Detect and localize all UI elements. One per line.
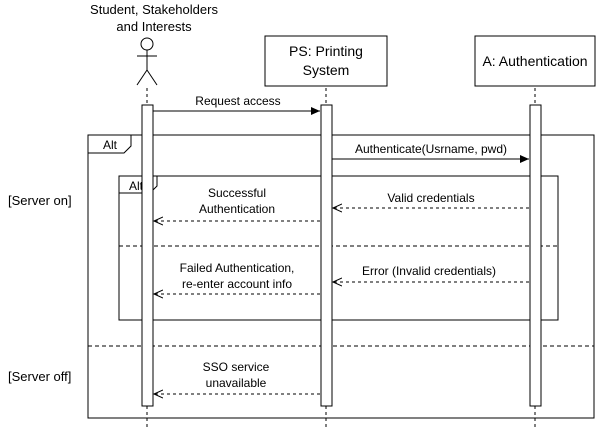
authentication-label: A: Authentication <box>482 53 587 69</box>
actor-label-line1: Student, Stakeholders <box>90 2 218 17</box>
inner-alt-tag: Alt <box>129 179 144 193</box>
message-failed-authentication: Failed Authentication, re-enter account … <box>154 261 320 294</box>
message-sso-unavailable-line1: SSO service <box>203 360 270 374</box>
printing-system-activation-bar <box>320 104 333 407</box>
message-failed-authentication-line2: re-enter account info <box>182 277 292 291</box>
message-successful-authentication-line2: Authentication <box>199 202 275 216</box>
authentication-participant: A: Authentication <box>474 35 596 87</box>
actor-activation-bar <box>141 104 154 407</box>
guard-server-on: [Server on] <box>8 193 72 208</box>
outer-alt-fragment: Alt <box>87 134 595 419</box>
inner-alt-fragment: Alt <box>118 175 559 321</box>
message-authenticate: Authenticate(Usrname, pwd) <box>332 142 529 163</box>
guard-server-off: [Server off] <box>8 369 71 384</box>
actor-label-line2: and Interests <box>116 19 192 34</box>
message-failed-authentication-line1: Failed Authentication, <box>180 261 295 275</box>
message-successful-authentication: Successful Authentication <box>154 186 320 221</box>
message-authenticate-label: Authenticate(Usrname, pwd) <box>355 142 507 156</box>
printing-system-label-line1: PS: Printing <box>289 43 363 59</box>
message-error-invalid-credentials-label: Error (Invalid credentials) <box>362 264 496 278</box>
message-sso-unavailable-line2: unavailable <box>206 376 267 390</box>
message-valid-credentials: Valid credentials <box>333 191 529 208</box>
actor-stick-figure <box>136 37 158 86</box>
printing-system-label-line2: System <box>303 62 350 78</box>
message-successful-authentication-line1: Successful <box>208 186 266 200</box>
authentication-activation-bar <box>529 104 542 407</box>
printing-system-participant: PS: Printing System <box>264 35 388 87</box>
message-request-access: Request access <box>153 94 320 115</box>
message-error-invalid-credentials: Error (Invalid credentials) <box>333 264 529 282</box>
message-sso-unavailable: SSO service unavailable <box>154 360 320 394</box>
outer-alt-tag: Alt <box>103 138 118 152</box>
message-valid-credentials-label: Valid credentials <box>387 191 474 205</box>
message-request-access-label: Request access <box>195 94 280 108</box>
